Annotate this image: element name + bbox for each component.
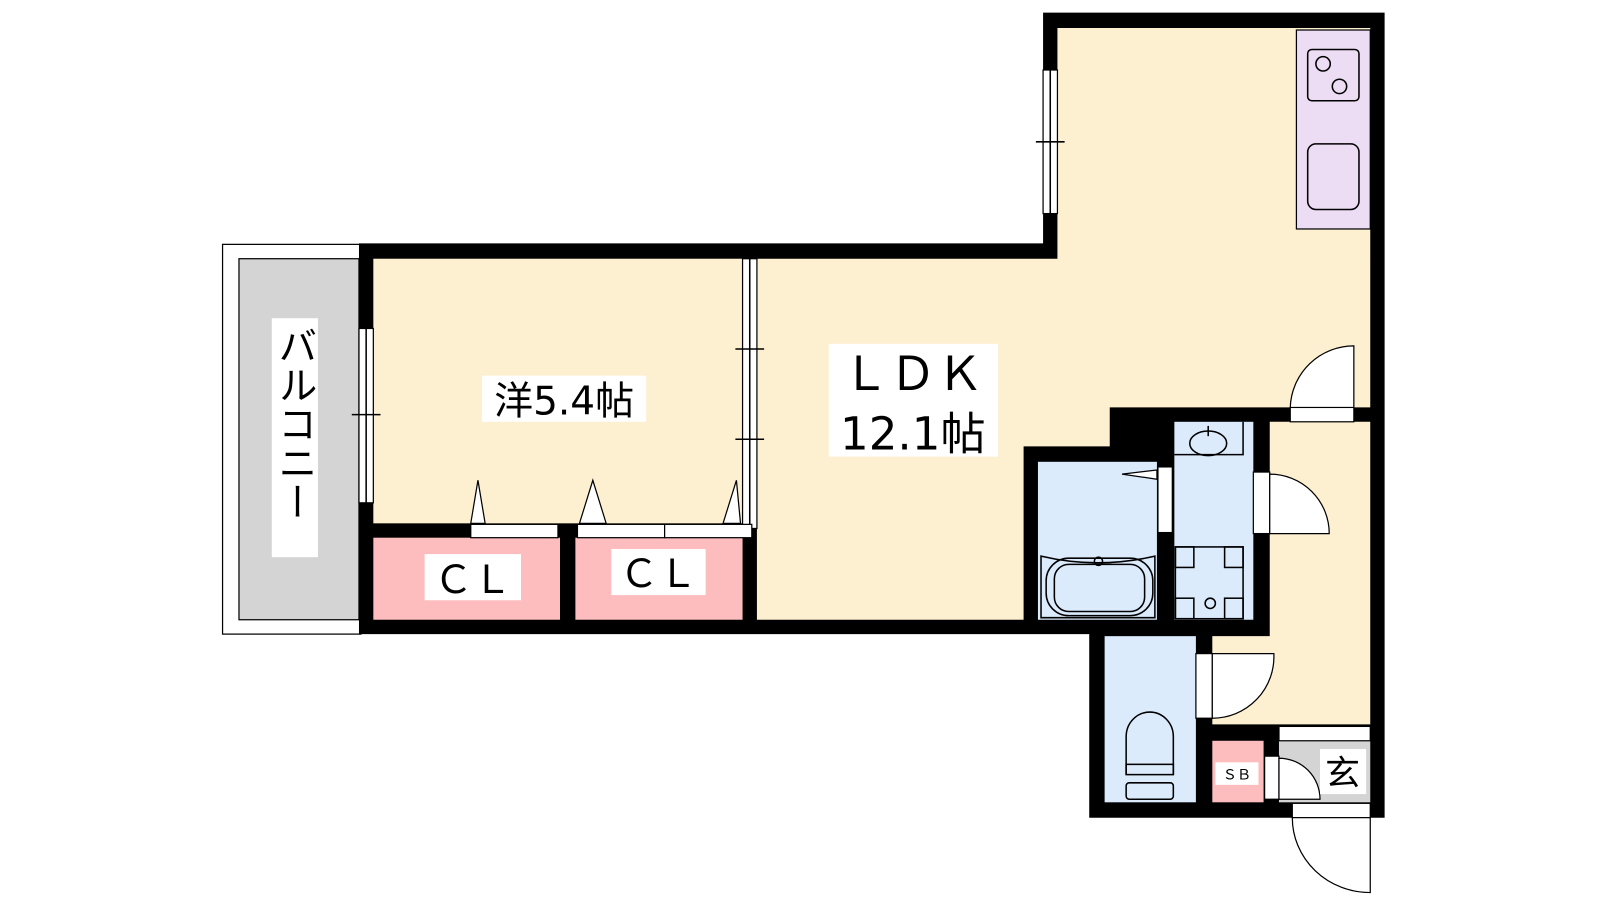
closet-doors[interactable] xyxy=(470,478,753,539)
shoebox-label: ＳＢ xyxy=(1223,768,1252,784)
ldk-label: ＬＤＫ xyxy=(842,347,983,402)
entrance-step xyxy=(1278,725,1371,742)
bathroom-floor xyxy=(1037,461,1157,620)
western-room-label: 洋5.4帖 xyxy=(494,380,634,425)
toilet-icon xyxy=(1125,711,1175,800)
hallway-floor xyxy=(1212,421,1371,725)
closet-1-label: ＣＬ xyxy=(434,558,512,603)
washbasin-icon xyxy=(1174,421,1244,457)
kitchen-window xyxy=(1035,69,1065,215)
toilet-door[interactable] xyxy=(1195,652,1275,719)
shoebox-door[interactable] xyxy=(1263,755,1321,800)
washroom-floor xyxy=(1174,421,1254,620)
ldk-size-label: 12.1帖 xyxy=(840,407,986,460)
bathtub-icon xyxy=(1040,555,1156,619)
toilet-floor xyxy=(1104,636,1196,803)
ldk-door[interactable] xyxy=(1289,345,1355,423)
balcony: バルコニー xyxy=(221,243,362,635)
sliding-door-western-ldk[interactable] xyxy=(735,258,765,530)
ldk-floor xyxy=(756,27,1371,620)
balcony-label: バルコニー xyxy=(272,326,317,521)
washing-machine-icon xyxy=(1174,546,1244,620)
western-window xyxy=(351,327,381,504)
stove-icon xyxy=(1306,48,1360,102)
bathroom-door[interactable] xyxy=(1121,466,1173,534)
washroom-door[interactable] xyxy=(1252,471,1330,535)
sink-icon xyxy=(1306,143,1360,211)
entrance-label: 玄 xyxy=(1325,754,1360,794)
kitchen-counter xyxy=(1295,29,1371,230)
closet-2-label: ＣＬ xyxy=(619,552,697,597)
entrance-door[interactable] xyxy=(1291,802,1371,894)
